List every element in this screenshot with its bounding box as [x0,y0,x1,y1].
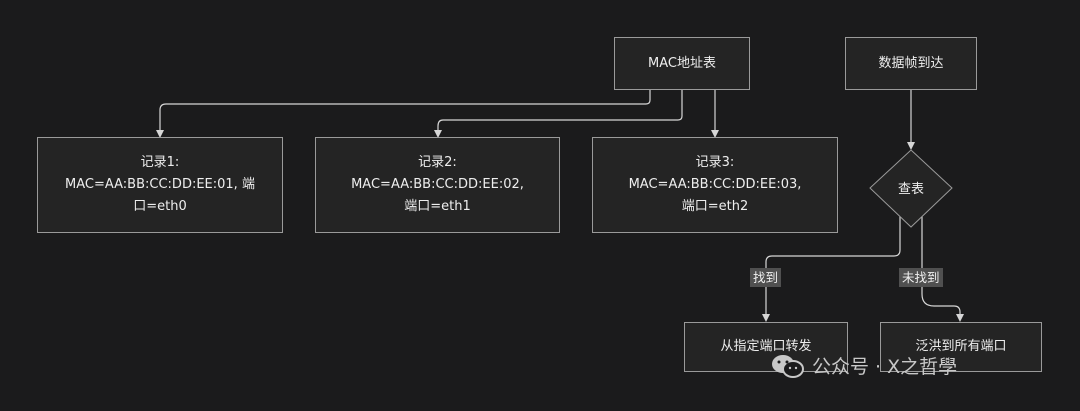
frame-arrives-label: 数据帧到达 [878,55,944,71]
edge-lookup-notfound [921,216,964,322]
edge-lookup-found [762,216,901,322]
wechat-icon [772,354,804,378]
mac-table-node: MAC地址表 [614,37,750,90]
record3-node: 记录3: MAC=AA:BB:CC:DD:EE:03, 端口=eth2 [592,137,838,233]
edge-label-not-found: 未找到 [899,268,943,287]
lookup-diamond [869,149,953,228]
forward-node: 从指定端口转发 [684,322,848,372]
frame-arrives-node: 数据帧到达 [845,37,977,90]
edge-mac-to-record2 [434,90,683,138]
forward-label: 从指定端口转发 [720,339,812,354]
edge-mac-to-record1 [156,90,651,138]
flood-node: 泛洪到所有端口 [880,322,1042,372]
mac-table-label: MAC地址表 [648,55,716,71]
record1-label: 记录1: MAC=AA:BB:CC:DD:EE:01, 端 口=eth0 [65,155,255,214]
edge-label-found: 找到 [750,268,782,287]
watermark: 公众号 · X之哲學 [770,352,957,379]
record3-label: 记录3: MAC=AA:BB:CC:DD:EE:03, 端口=eth2 [628,155,802,214]
record1-node: 记录1: MAC=AA:BB:CC:DD:EE:01, 端 口=eth0 [37,137,283,233]
record2-label: 记录2: MAC=AA:BB:CC:DD:EE:02, 端口=eth1 [351,155,524,214]
lookup-label: 查表 [897,182,924,197]
record2-node: 记录2: MAC=AA:BB:CC:DD:EE:02, 端口=eth1 [315,137,560,233]
watermark-text: 公众号 · X之哲學 [812,356,958,378]
flood-label: 泛洪到所有端口 [915,339,1007,354]
